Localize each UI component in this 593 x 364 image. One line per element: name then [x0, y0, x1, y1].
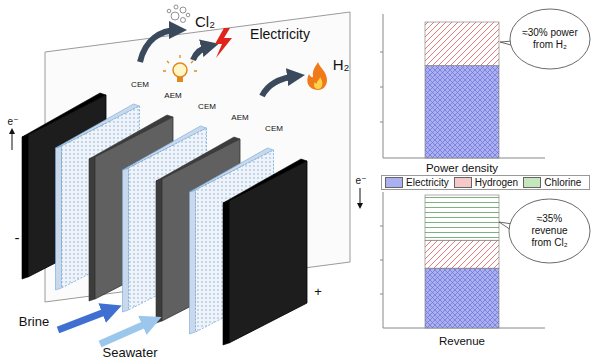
- membrane-label: AEM: [164, 92, 181, 101]
- inflow-label: Seawater: [103, 346, 158, 360]
- legend-item: Chlorine: [523, 177, 581, 188]
- callout-text: ≈30% power from H₂: [521, 27, 578, 51]
- electron-arrow: [360, 188, 361, 206]
- output-arrow: [262, 76, 296, 96]
- legend-text: Chlorine: [544, 177, 581, 188]
- legend-item: Hydrogen: [454, 177, 518, 188]
- callout-text: ≈35% revenue from Cl₂: [520, 213, 578, 249]
- membrane-label: CEM: [265, 125, 283, 134]
- flame-icon: [314, 77, 322, 89]
- membrane-label: AEM: [231, 114, 248, 123]
- legend-text: Hydrogen: [475, 177, 518, 188]
- flame-icon: [307, 62, 327, 90]
- output-arrow: [193, 46, 210, 60]
- bulb-icon: [163, 55, 197, 82]
- h2-label: H₂: [333, 57, 350, 74]
- polarity-sign: -: [15, 230, 20, 247]
- legend-item: Electricity: [385, 177, 449, 188]
- legend-swatch: [523, 177, 541, 188]
- legend-swatch: [385, 177, 403, 188]
- callout-bubble: ≈30% power from H₂: [509, 8, 591, 70]
- membrane-label: CEM: [198, 103, 216, 112]
- chart-axes: [380, 14, 545, 328]
- lightning-icon: [215, 28, 232, 58]
- output-arrow: [140, 30, 178, 62]
- electron-label: e⁻: [356, 175, 367, 186]
- electron-label: e⁻: [8, 116, 19, 127]
- membrane-label: CEM: [131, 81, 149, 90]
- axis-label: Revenue: [439, 335, 485, 348]
- legend-text: Electricity: [406, 177, 449, 188]
- polarity-sign: +: [314, 285, 322, 299]
- inflow-label: Brine: [19, 315, 49, 329]
- legend: Electricity Hydrogen Chlorine: [381, 175, 590, 190]
- legend-swatch: [454, 177, 472, 188]
- seawater-arrow: [100, 322, 150, 344]
- bubbles-icon: [167, 5, 190, 23]
- electron-arrow: [12, 131, 13, 150]
- axis-label: Power density: [426, 162, 498, 175]
- cell-stack: [22, 93, 307, 345]
- callout-bubble: ≈35% revenue from Cl₂: [508, 198, 591, 264]
- electrode-plate: [223, 159, 307, 345]
- product-label: Electricity: [250, 27, 310, 42]
- brine-arrow: [58, 310, 110, 330]
- cl2-label: Cl₂: [195, 14, 215, 31]
